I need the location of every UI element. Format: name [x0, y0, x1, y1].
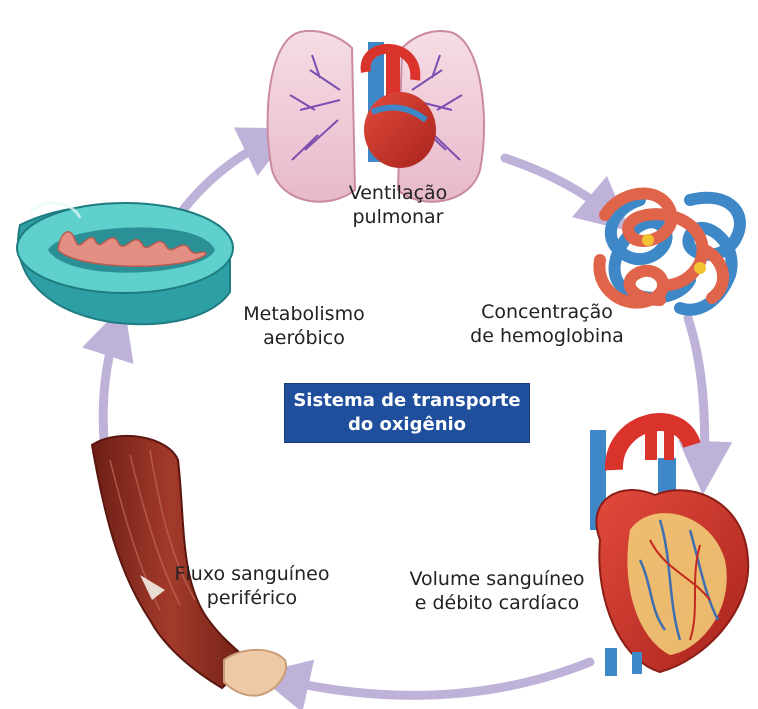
stage-label-peripheral-flow: Fluxo sanguíneo periférico [172, 562, 332, 610]
stage-label-line1: Fluxo sanguíneo [172, 562, 332, 586]
stage-label-blood-volume: Volume sanguíneo e débito cardíaco [392, 567, 602, 615]
arrow-to-arm [282, 662, 590, 695]
stage-label-line2: e débito cardíaco [392, 591, 602, 615]
stage-label-line2: periférico [172, 586, 332, 610]
mitochondrion-icon [17, 203, 233, 324]
stage-label-hemoglobin: Concentração de hemoglobina [452, 300, 642, 348]
stage-label-line2: aeróbico [234, 326, 374, 350]
arrow-to-heart [688, 318, 705, 468]
heart-icon [590, 420, 748, 676]
stage-label-line1: Metabolismo [234, 302, 374, 326]
stage-label-line1: Ventilação [338, 181, 458, 205]
stage-label-line1: Concentração [452, 300, 642, 324]
stage-label-line2: de hemoglobina [452, 324, 642, 348]
hemoglobin-icon [599, 194, 740, 310]
stage-label-line1: Volume sanguíneo [392, 567, 602, 591]
arrow-to-hemoglobin [505, 158, 610, 214]
stage-label-ventilation: Ventilação pulmonar [338, 181, 458, 229]
center-title-line1: Sistema de transporte [285, 389, 529, 413]
stage-label-line2: pulmonar [338, 205, 458, 229]
arrow-to-mitochondrion [103, 330, 116, 440]
center-title-line2: do oxigênio [285, 413, 529, 437]
center-title-box: Sistema de transporte do oxigênio [284, 383, 530, 443]
stage-label-aerobic-metabolism: Metabolismo aeróbico [234, 302, 374, 350]
lungs-icon [268, 31, 484, 202]
